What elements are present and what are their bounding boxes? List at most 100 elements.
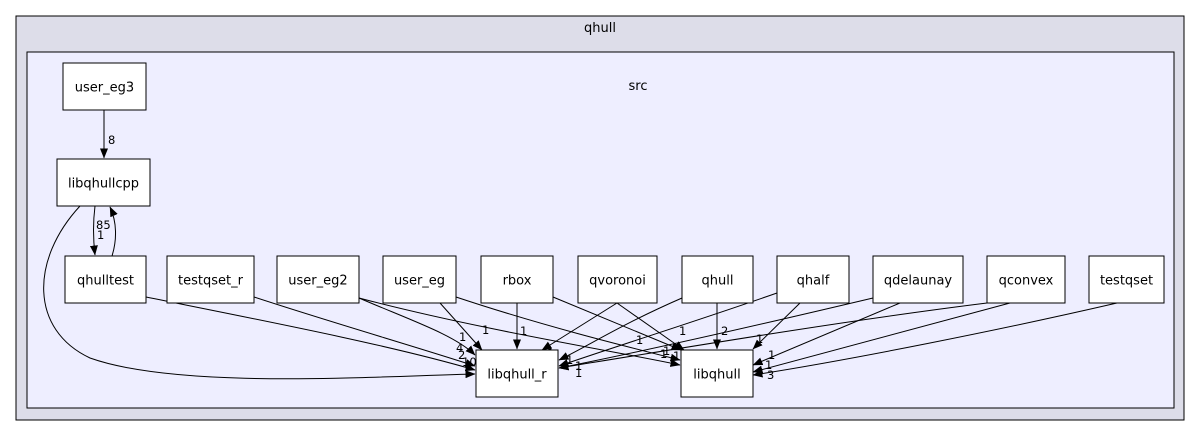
edge-line [558, 297, 874, 371]
node-box[interactable] [480, 255, 554, 304]
edge-user_eg3-to-libqhullcpp: 8 [100, 110, 115, 159]
edge-label: 85 [96, 218, 111, 232]
edge-label: 1 [575, 366, 582, 380]
edge-line [552, 296, 682, 351]
node-user-eg2[interactable]: user_eg2 [276, 255, 360, 304]
edge-label: 1 [765, 358, 772, 372]
edge-libqhullcpp-to-qhulltest: 85 [89, 205, 111, 256]
node-qvoronoi[interactable]: qvoronoi [577, 255, 658, 304]
edge-line [358, 297, 681, 367]
node-libqhullcpp[interactable]: libqhullcpp [56, 158, 151, 207]
node-qdelaunay[interactable]: qdelaunay [872, 255, 964, 304]
cluster-qhull-label: qhull [584, 21, 616, 36]
edge-user_eg-to-libqhull_r: 1 [439, 302, 489, 351]
edge-label: 1 [768, 348, 775, 362]
edge-qconvex-to-libqhull: 1 [752, 302, 1011, 374]
node-box[interactable] [577, 255, 658, 304]
cluster-src [26, 51, 1175, 409]
node-qhalf[interactable]: qhalf [776, 255, 850, 304]
edge-line [558, 302, 988, 371]
node-box[interactable] [276, 255, 360, 304]
edge-line [89, 205, 98, 256]
node-rbox[interactable]: rbox [480, 255, 554, 304]
edge-line [145, 296, 476, 372]
edges-layer: 8851104211111111121111113 [43, 110, 1118, 382]
edge-label: 1 [459, 330, 466, 344]
edge-line [752, 302, 1011, 374]
node-box[interactable] [680, 349, 754, 398]
edge-line [752, 302, 1118, 378]
edge-rbox-to-libqhull: 1 [552, 296, 682, 361]
node-label: rbox [503, 274, 532, 289]
node-box[interactable] [56, 158, 151, 207]
node-label: user_eg [394, 274, 445, 289]
edge-user_eg-to-libqhull: 1 [455, 296, 681, 362]
edge-qhulltest-to-libqhullcpp: 1 [97, 206, 118, 257]
edge-label: 2 [721, 324, 728, 338]
node-testqset[interactable]: testqset [1088, 255, 1165, 304]
node-box[interactable] [1088, 255, 1165, 304]
edge-label: 1 [97, 228, 104, 242]
edge-line [455, 296, 681, 362]
node-box[interactable] [64, 255, 147, 304]
edge-label: 1 [566, 353, 573, 367]
edge-label: 1 [663, 344, 670, 358]
edge-qdelaunay-to-libqhull_r: 1 [558, 297, 874, 373]
node-qconvex[interactable]: qconvex [986, 255, 1066, 304]
node-user-eg3[interactable]: user_eg3 [62, 62, 147, 111]
edge-label: 1 [482, 323, 489, 337]
node-label: testqset_r [178, 274, 244, 289]
node-label: qhulltest [77, 274, 134, 289]
node-box[interactable] [166, 255, 255, 304]
node-label: user_eg3 [75, 81, 134, 96]
node-libqhull[interactable]: libqhull [680, 349, 754, 398]
node-box[interactable] [986, 255, 1066, 304]
node-box[interactable] [776, 255, 850, 304]
node-qhulltest[interactable]: qhulltest [64, 255, 147, 304]
edge-user_eg2-to-libqhull_r: 1 [358, 297, 476, 356]
node-libqhull-r[interactable]: libqhull_r [475, 349, 559, 398]
node-user-eg[interactable]: user_eg [382, 255, 457, 304]
node-testqset-r[interactable]: testqset_r [166, 255, 255, 304]
node-label: qhalf [797, 274, 830, 289]
edge-label: 1 [575, 359, 582, 373]
edge-label: 1 [679, 324, 686, 338]
edge-line [752, 302, 901, 366]
node-qhull[interactable]: qhull [681, 255, 754, 304]
edge-label: 1 [756, 332, 763, 346]
node-box[interactable] [681, 255, 754, 304]
node-label: libqhull_r [487, 368, 547, 383]
edge-label: 8 [108, 133, 115, 147]
edge-line [43, 205, 476, 380]
node-label: qhull [702, 274, 734, 289]
edge-label: 1 [636, 333, 643, 347]
edge-label: 4 [456, 341, 463, 355]
edge-label: 3 [767, 368, 774, 382]
edge-line [541, 302, 618, 351]
edge-qhull-to-libqhull: 2 [713, 303, 728, 350]
edge-qhull-to-libqhull_r: 1 [558, 297, 683, 367]
node-label: qconvex [999, 274, 1054, 289]
edge-line [109, 206, 118, 257]
cluster-src-label: src [629, 79, 648, 94]
edge-line [752, 302, 801, 350]
node-box[interactable] [382, 255, 457, 304]
node-label: libqhull [693, 368, 740, 383]
edge-line [358, 297, 476, 356]
node-box[interactable] [475, 349, 559, 398]
edge-qvoronoi-to-libqhull: 1 [616, 302, 686, 351]
edge-qdelaunay-to-libqhull: 1 [752, 302, 901, 366]
node-label: qdelaunay [884, 274, 953, 289]
edge-label: 2 [458, 348, 465, 362]
edge-line [253, 296, 476, 367]
edge-qhulltest-to-libqhull_r: 4 [145, 296, 476, 372]
node-box[interactable] [872, 255, 964, 304]
edge-line [558, 297, 683, 361]
edge-testqset-to-libqhull: 3 [752, 302, 1118, 382]
edge-qhalf-to-libqhull: 1 [752, 302, 801, 350]
edge-line [439, 302, 483, 351]
node-label: qvoronoi [589, 274, 646, 289]
node-box[interactable] [62, 62, 147, 111]
